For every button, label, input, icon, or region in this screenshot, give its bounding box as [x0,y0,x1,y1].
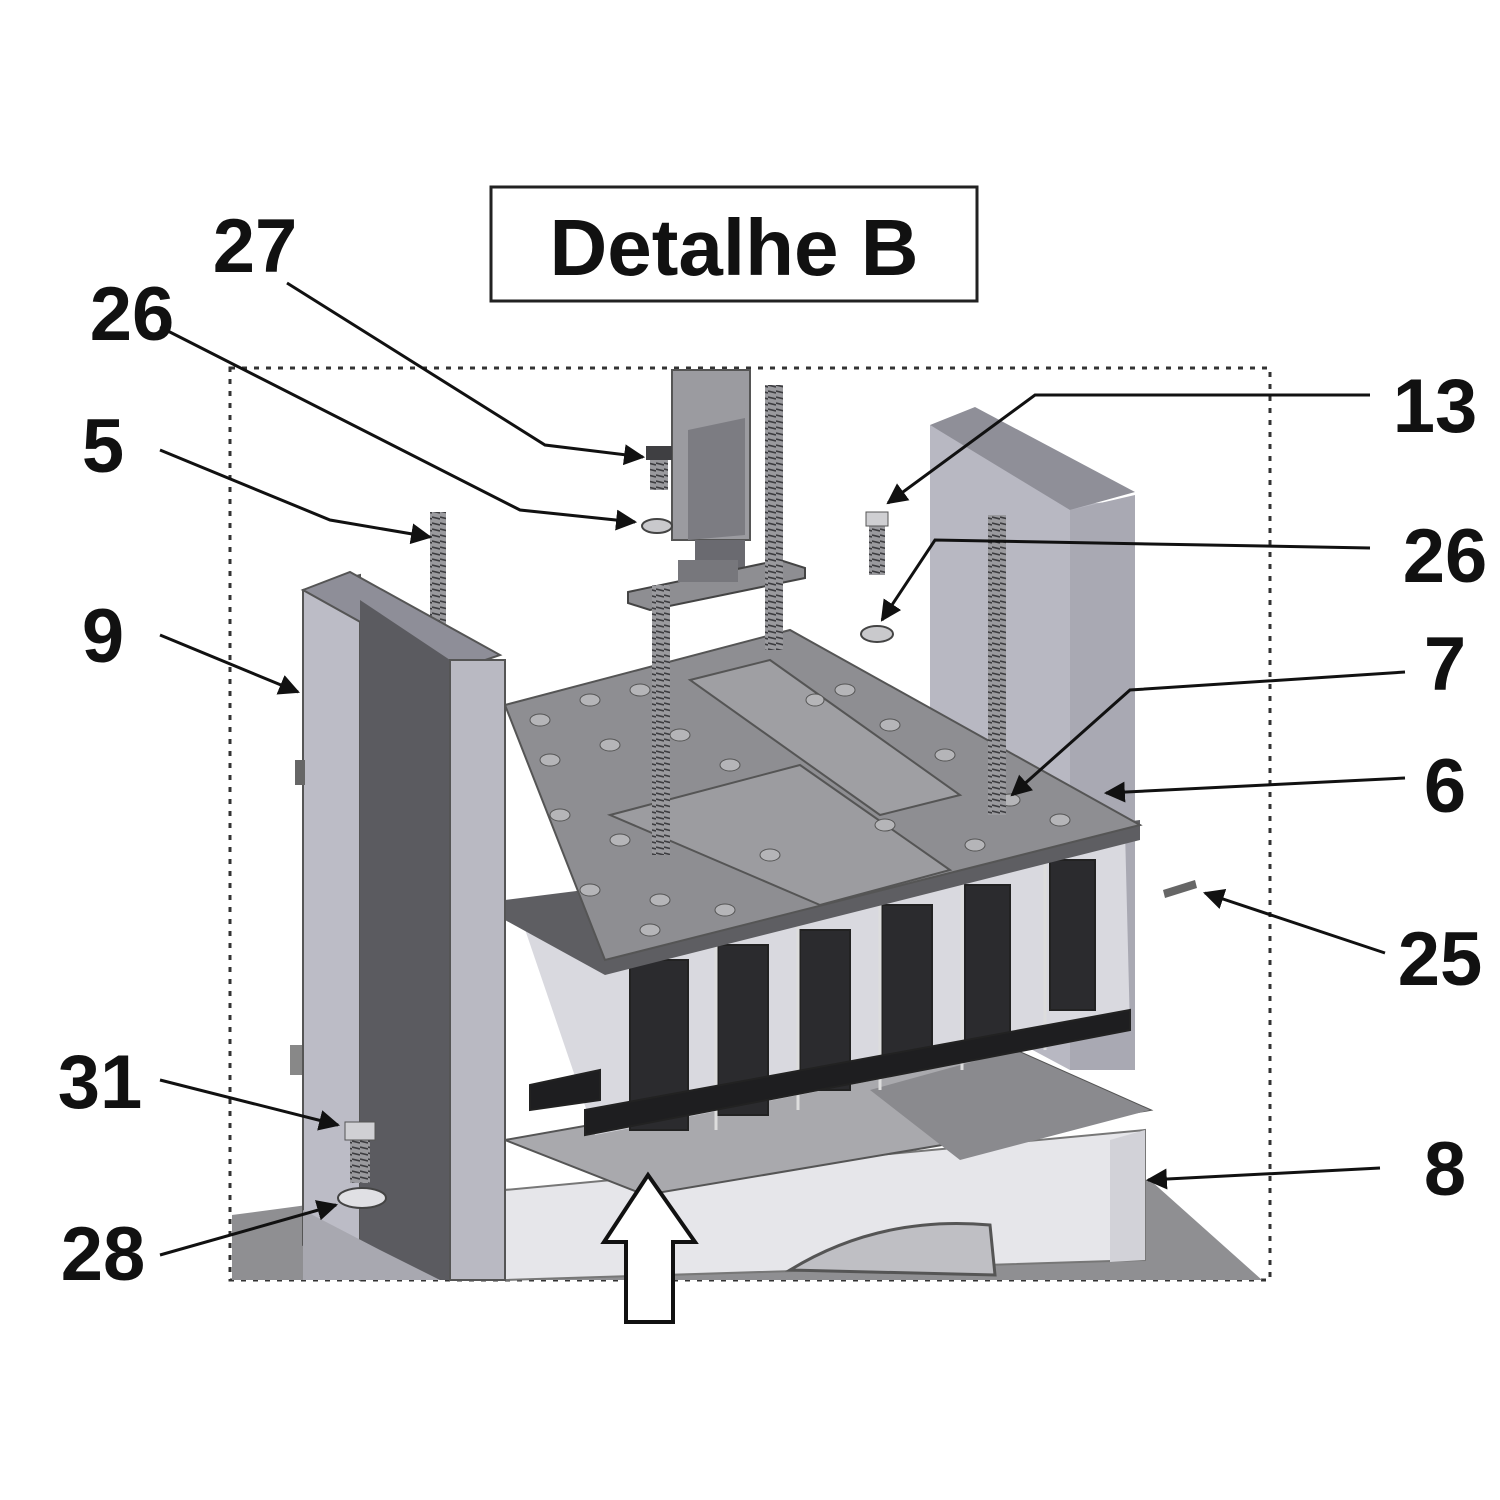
lower-box-opening [784,1221,997,1277]
leader-28 [159,1200,339,1257]
machine-illustration [232,369,1262,1324]
leader-26-right [880,538,1371,622]
leader-13 [886,393,1370,505]
callout-5: 5 [82,404,124,489]
callout-28: 28 [61,1212,146,1297]
left-frame-dark-face [360,600,450,1280]
left-frame-edge [449,659,506,1281]
screw-13 [869,515,885,575]
threaded-rod-right [988,515,1006,815]
blade-array [529,859,1131,1137]
leader-6 [1103,776,1406,803]
callout-26-left: 26 [90,272,175,357]
callout-13: 13 [1393,364,1478,449]
cylinder-mount-block [678,560,738,582]
left-frame-foot [303,1210,440,1280]
threaded-rod-center-left [652,585,670,855]
callout-9: 9 [82,594,124,679]
leader-5 [159,448,433,545]
title-text: Detalhe B [550,203,919,292]
leader-8 [1145,1166,1381,1190]
lower-box-side [1110,1130,1145,1262]
callout-labels: 27 26 5 9 31 28 13 26 7 6 25 8 [58,204,1488,1297]
bolt-31 [350,1138,370,1183]
washer-26-left [641,518,673,534]
callout-26-right: 26 [1403,514,1488,599]
callout-31: 31 [58,1040,143,1125]
threaded-rod-left [430,512,446,632]
callout-27: 27 [213,204,298,289]
washer-26-right [860,625,894,643]
leader-26-left [159,325,638,531]
leader-lines [159,281,1406,1257]
callout-6: 6 [1424,744,1466,829]
title-box: Detalhe B [489,185,979,303]
threaded-rod-center-right [765,385,783,650]
washer-28 [337,1187,387,1209]
callout-8: 8 [1424,1127,1466,1212]
up-direction-arrow [600,1171,699,1324]
leader-25 [1203,889,1386,955]
slide-bar-upper [687,658,963,817]
leader-31 [159,1078,341,1131]
pin-25 [1163,880,1197,898]
leader-27 [286,281,646,466]
plate-bolt-heads [529,683,1071,937]
callout-25: 25 [1398,917,1483,1002]
cylinder-face [688,418,745,540]
slide-bar-lower [606,763,953,907]
leader-9 [159,633,300,695]
leader-7 [1010,670,1406,797]
tray-shadow [870,1050,1150,1160]
callout-7: 7 [1424,622,1466,707]
